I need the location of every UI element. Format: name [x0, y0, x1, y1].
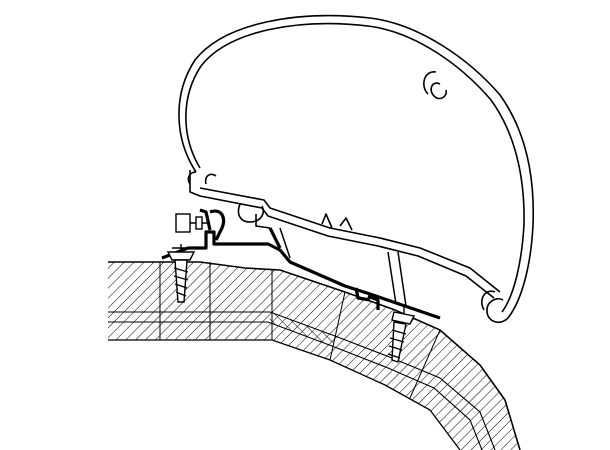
awning-housing [178, 14, 535, 324]
mounting-adapter-bracket [161, 208, 441, 320]
housing-struts [279, 227, 407, 307]
roof-section [108, 261, 521, 450]
mounting-bolt [175, 213, 210, 233]
screw-right-icon [387, 306, 416, 363]
screw-left-icon [166, 244, 196, 303]
